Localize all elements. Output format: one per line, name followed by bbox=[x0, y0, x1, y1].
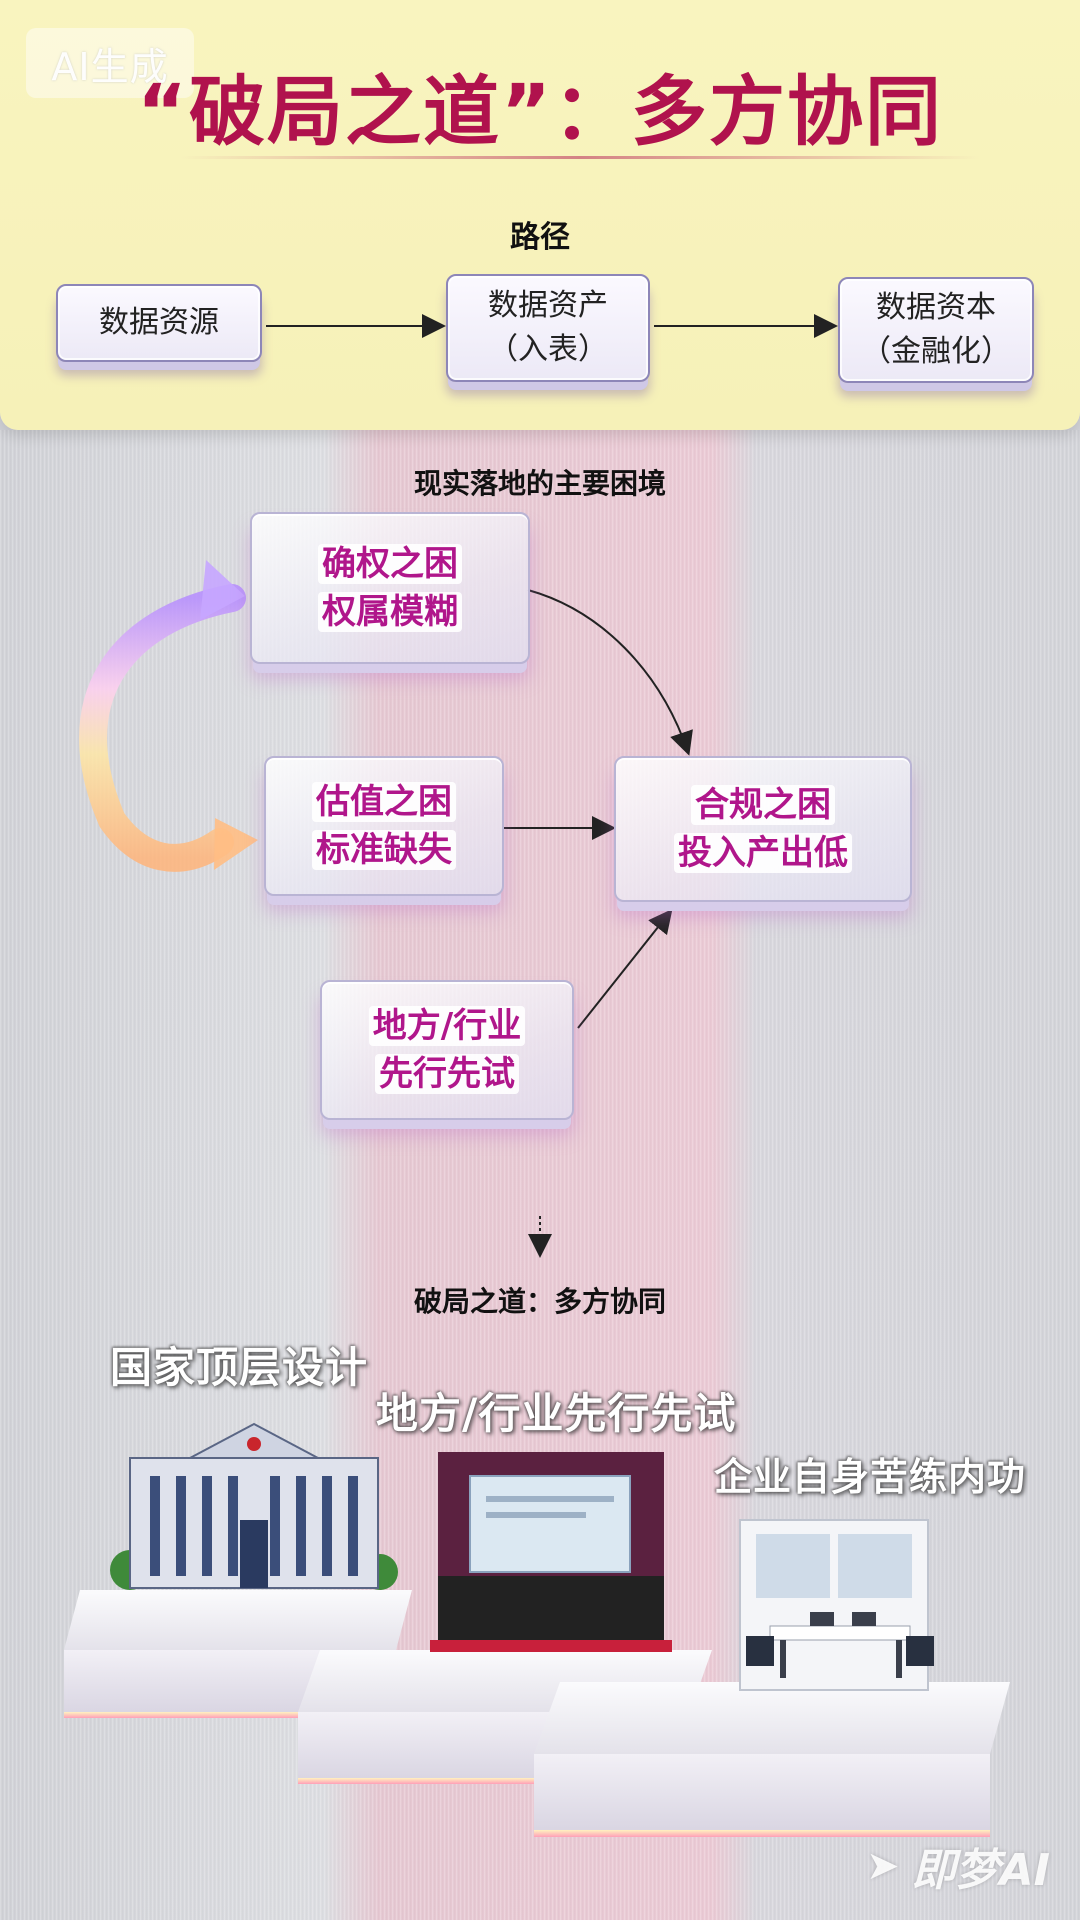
flow-step-line2: （入表） bbox=[488, 332, 608, 367]
dilemma-subtitle: 先行先试 bbox=[375, 1054, 519, 1094]
ai-generated-badge: AI生成 bbox=[26, 28, 194, 98]
flow-step-data-capital: 数据资本 （金融化） bbox=[838, 277, 1034, 383]
top-panel: AI生成 “破局之道”：多方协同 路径 数据资源 数据资产 （入表） 数据资本 … bbox=[0, 0, 1080, 430]
flow-arrows bbox=[266, 314, 838, 338]
dilemma-title: 确权之困 bbox=[318, 544, 462, 584]
page-title: “破局之道”：多方协同 bbox=[137, 67, 943, 156]
dilemma-ownership: 确权之困 权属模糊 bbox=[250, 512, 530, 664]
dilemma-title: 估值之困 bbox=[312, 782, 456, 822]
flow-step-line1: 数据资源 bbox=[99, 305, 219, 340]
title-underline bbox=[180, 156, 980, 159]
arrow-ownership-to-compliance bbox=[527, 589, 693, 756]
dilemma-title: 地方/行业 bbox=[368, 1006, 526, 1046]
dilemma-compliance: 合规之困 投入产出低 bbox=[614, 756, 912, 902]
office-room-icon bbox=[739, 1519, 934, 1691]
tier-label-local: 地方/行业先行先试 bbox=[376, 1389, 737, 1438]
flow-step-data-resource: 数据资源 bbox=[56, 284, 262, 362]
dilemma-subtitle: 标准缺失 bbox=[312, 830, 456, 870]
dilemma-subtitle: 权属模糊 bbox=[318, 592, 462, 632]
iridescent-curved-arrow bbox=[79, 584, 246, 872]
tier-label-national: 国家顶层设计 bbox=[110, 1343, 369, 1392]
curved-arrow-head-bottom bbox=[214, 818, 258, 870]
watermark-logo-icon: ➤ bbox=[866, 1843, 900, 1889]
watermark-text: 即梦AI bbox=[911, 1845, 1050, 1896]
flow-step-data-asset: 数据资产 （入表） bbox=[446, 274, 650, 382]
dilemma-pilot: 地方/行业 先行先试 bbox=[320, 980, 574, 1120]
tier-label-enterprise: 企业自身苦练内功 bbox=[714, 1455, 1027, 1499]
flow-step-line1: 数据资产 bbox=[488, 288, 608, 323]
podium-illustration bbox=[64, 1422, 1010, 1837]
dilemma-arrows bbox=[79, 560, 693, 1258]
dilemmas-label: 现实落地的主要困境 bbox=[413, 467, 666, 500]
dilemma-title: 合规之困 bbox=[691, 785, 835, 825]
government-building-icon bbox=[110, 1422, 398, 1590]
flow-step-line1: 数据资本 bbox=[876, 290, 996, 325]
dilemma-valuation: 估值之困 标准缺失 bbox=[264, 756, 504, 896]
podium-enterprise bbox=[534, 1682, 1010, 1837]
arrow-pilot-to-compliance bbox=[577, 908, 673, 1029]
path-label: 路径 bbox=[510, 220, 570, 255]
curved-arrow-head-top bbox=[200, 560, 245, 620]
watermark: ➤ 即梦AI bbox=[866, 1834, 1050, 1898]
dilemma-subtitle: 投入产出低 bbox=[674, 833, 852, 873]
solution-label: 破局之道：多方协同 bbox=[413, 1285, 666, 1318]
conference-hall-icon bbox=[430, 1452, 672, 1652]
flow-step-line2: （金融化） bbox=[861, 334, 1011, 369]
